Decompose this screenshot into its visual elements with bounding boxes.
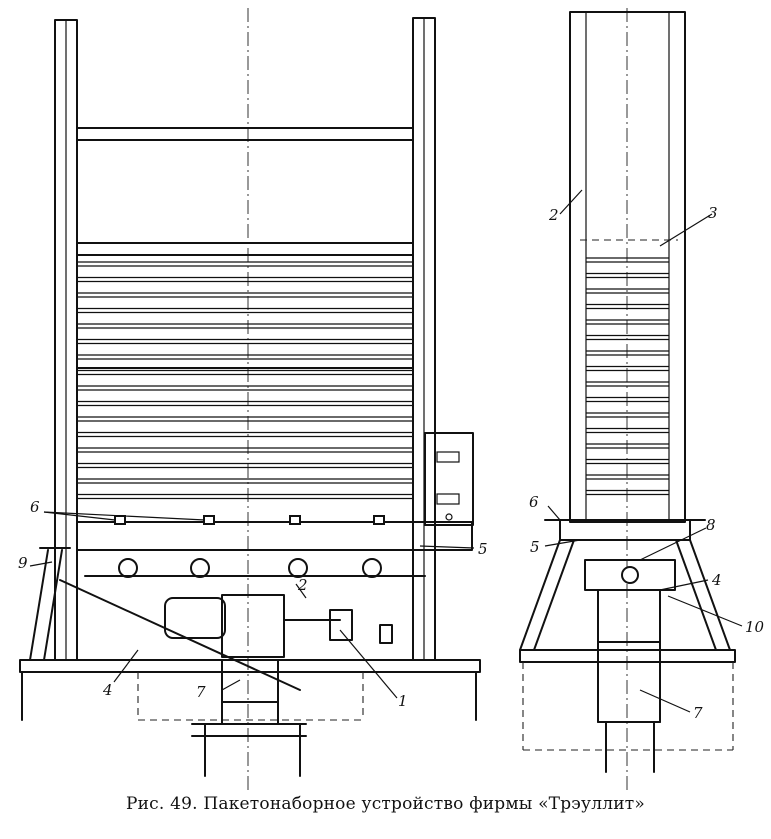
callout-side-8: 8 [706, 516, 716, 534]
callout-side-6: 6 [529, 493, 539, 511]
callouts-front: 6 9 5 4 7 1 2 [18, 498, 488, 710]
callout-front-7: 7 [196, 683, 206, 701]
front-view [19, 8, 481, 790]
callout-front-5: 5 [478, 540, 488, 558]
callout-side-4: 4 [711, 571, 722, 589]
callout-side-2: 2 [548, 206, 559, 224]
side-view [519, 8, 743, 790]
callout-front-9: 9 [18, 554, 28, 572]
slat-stack-front [78, 261, 412, 500]
callout-front-4: 4 [102, 681, 113, 699]
callout-front-2: 2 [297, 576, 308, 594]
roller-row-front [118, 558, 382, 578]
technical-drawing: 6 9 5 4 7 1 2 2 3 6 5 8 4 10 7 [18, 8, 765, 790]
callout-front-1: 1 [398, 692, 408, 710]
callout-side-5: 5 [530, 538, 540, 556]
figure-caption: Рис. 49. Пакетонаборное устройство фирмы… [126, 794, 645, 814]
callout-side-7: 7 [693, 704, 703, 722]
callout-side-3: 3 [708, 204, 718, 222]
slat-stack-side [586, 257, 669, 496]
callouts-side: 2 3 6 5 8 4 10 7 [529, 204, 765, 722]
callout-side-10: 10 [745, 618, 765, 636]
callout-front-6: 6 [30, 498, 40, 516]
